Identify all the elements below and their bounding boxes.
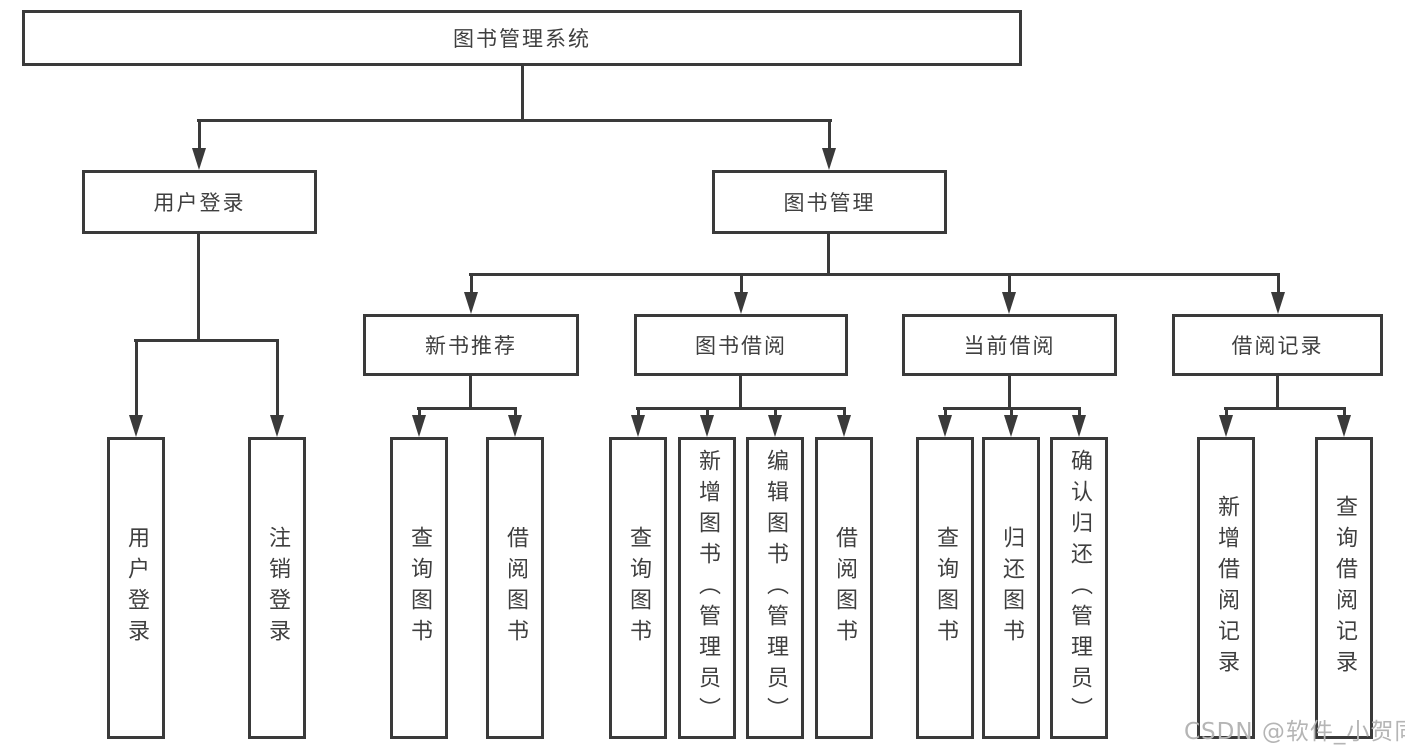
connector-arrow	[1271, 274, 1285, 314]
connector-arrow	[1219, 408, 1233, 437]
connector-line	[197, 234, 200, 340]
node-user-login: 用户登录	[82, 170, 317, 234]
node-label: 新增借阅记录	[1214, 495, 1239, 681]
connector-arrow	[631, 408, 645, 437]
leaf-edit-books-admin: 编辑图书（管理员）	[746, 437, 804, 739]
node-label: 确认归还（管理员）	[1067, 448, 1092, 728]
leaf-add-borrow-record: 新增借阅记录	[1197, 437, 1255, 739]
node-label: 图书管理系统	[453, 27, 591, 51]
node-label: 用户登录	[153, 191, 246, 215]
connector-line	[469, 376, 472, 408]
node-label: 查询图书	[626, 526, 651, 650]
csdn-watermark: CSDN @软件_小贺同学	[1184, 719, 1405, 745]
connector-arrow	[768, 408, 782, 437]
connector-arrow	[270, 340, 284, 437]
connector-arrow	[464, 274, 478, 314]
connector-arrow	[1002, 274, 1016, 314]
connector-arrow	[700, 408, 714, 437]
connector-arrow	[837, 408, 851, 437]
node-label: 图书管理	[783, 191, 876, 215]
leaf-confirm-return-admin: 确认归还（管理员）	[1050, 437, 1108, 739]
leaf-logout: 注销登录	[248, 437, 306, 739]
connector-arrow	[1337, 408, 1351, 437]
connector-line	[827, 234, 830, 274]
connector-line	[1224, 407, 1346, 410]
connector-line	[521, 66, 524, 120]
connector-arrow	[1072, 408, 1086, 437]
leaf-borrow-books-recommend: 借阅图书	[486, 437, 544, 739]
node-label: 归还图书	[999, 526, 1024, 650]
node-new-book-recommendation: 新书推荐	[363, 314, 579, 376]
node-label: 注销登录	[265, 526, 290, 650]
connector-arrow	[938, 408, 952, 437]
connector-arrow	[508, 408, 522, 437]
leaf-add-books-admin: 新增图书（管理员）	[678, 437, 736, 739]
node-label: 当前借阅	[963, 334, 1056, 358]
leaf-borrow-books-borrowing: 借阅图书	[815, 437, 873, 739]
node-library-management-system: 图书管理系统	[22, 10, 1022, 66]
connector-line	[1008, 376, 1011, 408]
connector-arrow	[412, 408, 426, 437]
leaf-user-login: 用户登录	[107, 437, 165, 739]
leaf-query-borrow-record: 查询借阅记录	[1315, 437, 1373, 739]
connector-line	[134, 339, 279, 342]
connector-line	[469, 273, 1280, 276]
node-label: 借阅记录	[1231, 334, 1324, 358]
node-label: 查询图书	[407, 526, 432, 650]
connector-arrow	[192, 120, 206, 170]
node-current-borrowing: 当前借阅	[902, 314, 1117, 376]
node-label: 借阅图书	[832, 526, 857, 650]
node-label: 图书借阅	[695, 334, 787, 358]
node-label: 查询借阅记录	[1332, 495, 1357, 681]
connector-arrow	[1004, 408, 1018, 437]
connector-line	[417, 407, 517, 410]
leaf-query-books-recommend: 查询图书	[390, 437, 448, 739]
leaf-return-books: 归还图书	[982, 437, 1040, 739]
leaf-query-books-borrowing: 查询图书	[609, 437, 667, 739]
connector-line	[1276, 376, 1279, 408]
connector-line	[197, 119, 832, 122]
node-label: 查询图书	[933, 526, 958, 650]
node-book-borrowing: 图书借阅	[634, 314, 848, 376]
connector-arrow	[129, 340, 143, 437]
connector-line	[636, 407, 846, 410]
node-label: 新书推荐	[425, 334, 517, 358]
node-label: 编辑图书（管理员）	[763, 448, 788, 728]
connector-arrow	[822, 120, 836, 170]
node-label: 新增图书（管理员）	[695, 448, 720, 728]
connector-arrow	[734, 274, 748, 314]
node-label: 用户登录	[124, 526, 149, 650]
node-borrowing-records: 借阅记录	[1172, 314, 1383, 376]
connector-line	[739, 376, 742, 408]
leaf-query-books-current: 查询图书	[916, 437, 974, 739]
node-label: 借阅图书	[503, 526, 528, 650]
node-book-management: 图书管理	[712, 170, 947, 234]
